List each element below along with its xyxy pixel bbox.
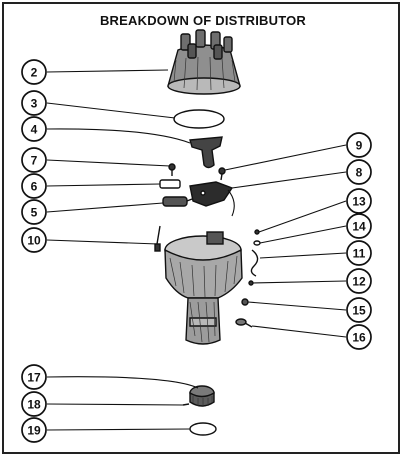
small-screw-part — [168, 163, 176, 176]
svg-text:11: 11 — [353, 247, 366, 261]
svg-text:10: 10 — [27, 234, 41, 248]
callout-19: 19 — [21, 417, 47, 443]
callout-9: 9 — [346, 132, 372, 158]
pin-12-part — [248, 280, 254, 286]
callout-4: 4 — [21, 116, 47, 142]
svg-text:15: 15 — [352, 304, 366, 318]
callout-14: 14 — [346, 213, 372, 239]
figure-title: BREAKDOWN OF DISTRIBUTOR — [100, 13, 306, 28]
svg-text:4: 4 — [31, 123, 38, 137]
spring-clip-part — [250, 249, 259, 277]
svg-text:16: 16 — [352, 331, 366, 345]
callout-11: 11 — [346, 240, 372, 266]
svg-text:9: 9 — [356, 139, 363, 153]
distributor-cap-part — [167, 29, 241, 95]
callout-16: 16 — [346, 324, 372, 350]
pin-13-part — [254, 229, 260, 235]
washer-15-part — [241, 298, 249, 306]
svg-text:3: 3 — [31, 97, 38, 111]
gear-pin-part — [182, 403, 190, 406]
callout-3: 3 — [21, 90, 47, 116]
svg-text:18: 18 — [27, 398, 41, 412]
callout-5: 5 — [21, 199, 47, 225]
svg-text:12: 12 — [352, 275, 366, 289]
svg-text:8: 8 — [356, 166, 363, 180]
svg-text:19: 19 — [27, 424, 41, 438]
callout-8: 8 — [346, 159, 372, 185]
callout-17: 17 — [21, 364, 47, 390]
breaker-plate-part — [189, 181, 235, 217]
rotor-part — [189, 136, 223, 169]
adjuster-screw-part — [235, 318, 253, 328]
lock-plate-part — [159, 179, 181, 189]
callout-12: 12 — [346, 268, 372, 294]
svg-text:7: 7 — [31, 154, 38, 168]
svg-text:17: 17 — [27, 371, 41, 385]
drive-gear-part — [189, 385, 215, 407]
callout-6: 6 — [21, 173, 47, 199]
callout-15: 15 — [346, 297, 372, 323]
callout-10: 10 — [21, 227, 47, 253]
callout-18: 18 — [21, 391, 47, 417]
callout-7: 7 — [21, 147, 47, 173]
distributor-housing-part — [164, 231, 243, 345]
leader-lines — [46, 69, 347, 431]
condenser-part — [162, 196, 193, 207]
callout-13: 13 — [346, 188, 372, 214]
svg-text:14: 14 — [352, 220, 366, 234]
contact-screw-part — [218, 167, 226, 181]
thrust-washer-part — [189, 422, 217, 436]
primary-lead-part — [154, 225, 161, 252]
svg-text:6: 6 — [31, 180, 38, 194]
svg-text:2: 2 — [31, 66, 38, 80]
svg-text:5: 5 — [31, 206, 38, 220]
callout-2: 2 — [21, 59, 47, 85]
cap-seal-ring-part — [173, 109, 225, 129]
washer-14-part — [253, 240, 261, 246]
svg-text:13: 13 — [352, 195, 366, 209]
figure-frame — [2, 2, 400, 454]
